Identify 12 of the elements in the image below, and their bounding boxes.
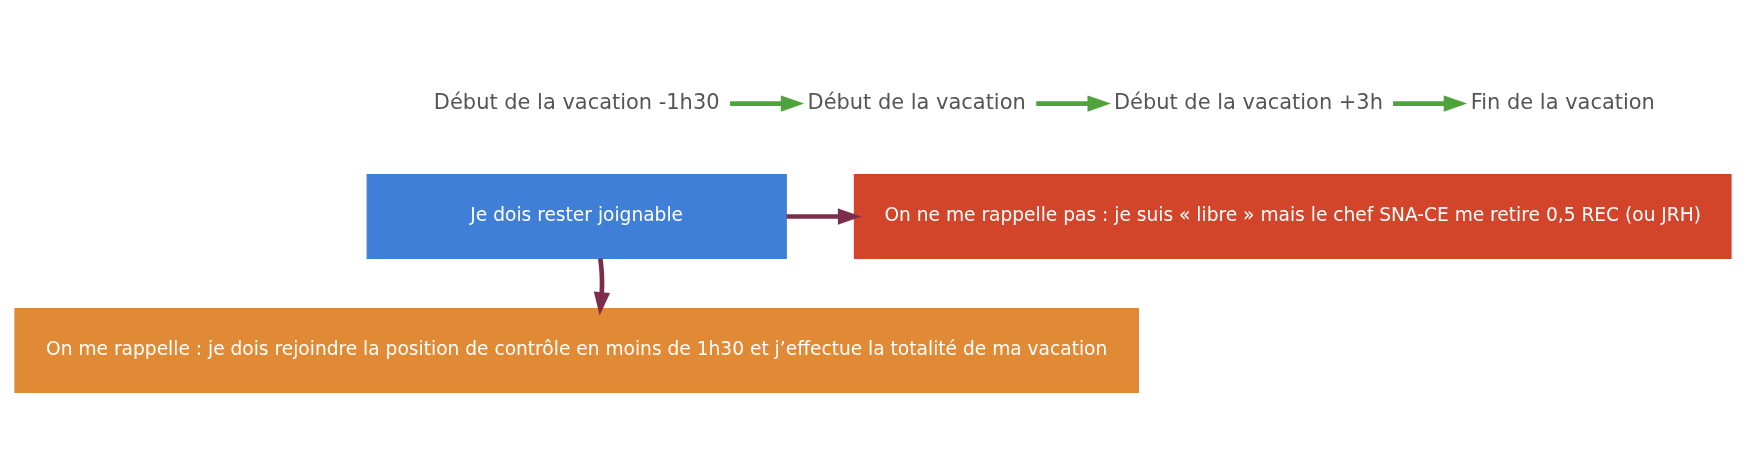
node-box: Je dois rester joignable	[366, 173, 787, 259]
arrow	[1393, 94, 1468, 112]
node-box: On ne me rappelle pas : je suis « libre » mais le chef SNA-CE me retire 0,5 REC (ou JRH)	[853, 173, 1732, 259]
node-text: Début de la vacation +3h	[1113, 89, 1383, 114]
arrow	[1036, 94, 1111, 112]
arrow	[730, 94, 805, 112]
node-box: On me rappelle : je dois rejoindre la position de contrôle en moins de 1h30 et j’effectue la totalité de ma vacation	[14, 307, 1140, 393]
arrow	[593, 257, 611, 315]
node-text: Début de la vacation -1h30	[433, 89, 720, 114]
node-text: Fin de la vacation	[1470, 89, 1655, 114]
arrow	[786, 207, 862, 225]
node-text: Début de la vacation	[807, 89, 1026, 114]
